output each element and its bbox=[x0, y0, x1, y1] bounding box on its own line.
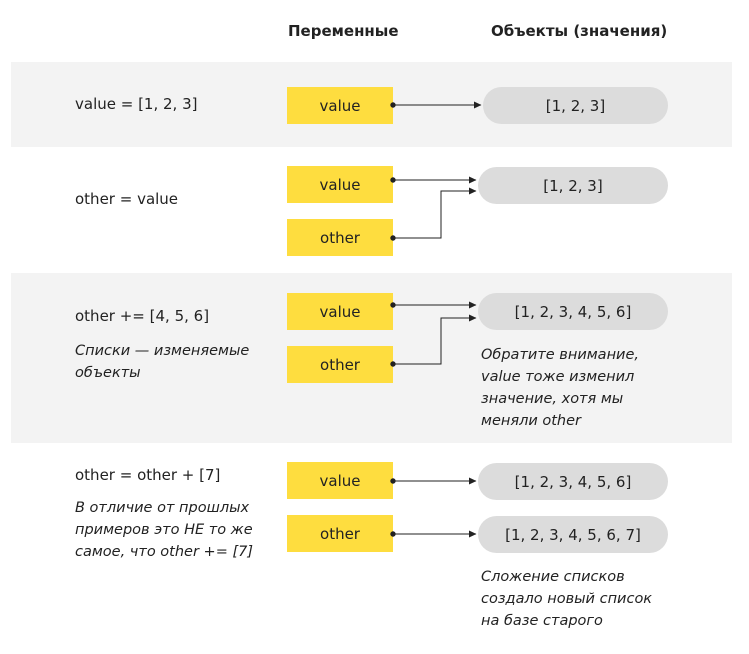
variables-header: Переменные bbox=[288, 22, 399, 40]
row-3-object-note-line: Обратите внимание, bbox=[481, 347, 639, 363]
row-1-var-value: value bbox=[287, 87, 393, 124]
row-4-var-value: value bbox=[287, 462, 393, 499]
row-3-object-note-line: значение, хотя мы bbox=[481, 391, 624, 407]
row-4-code-note-line: В отличие от прошлых bbox=[75, 500, 250, 516]
row-4-object-old: [1, 2, 3, 4, 5, 6] bbox=[478, 463, 668, 500]
row-3-object-note: Обратите внимание, value тоже изменил зн… bbox=[481, 344, 639, 432]
row-4-object-new: [1, 2, 3, 4, 5, 6, 7] bbox=[478, 516, 668, 553]
row-2-var-value: value bbox=[287, 166, 393, 203]
row-2-object: [1, 2, 3] bbox=[478, 167, 668, 204]
row-4-object-note: Сложение списков создало новый список на… bbox=[481, 566, 652, 632]
row-3-object-note-line: value тоже изменил bbox=[481, 369, 635, 385]
row-4-code-note-line: примеров это НЕ то же bbox=[75, 522, 253, 538]
row-1-code: value = [1, 2, 3] bbox=[75, 95, 198, 113]
row-4-code-note-line: самое, что other += [7] bbox=[75, 544, 253, 560]
row-3-code: other += [4, 5, 6] bbox=[75, 307, 210, 325]
row-3-var-value: value bbox=[287, 293, 393, 330]
row-2-var-other: other bbox=[287, 219, 393, 256]
row-2-other-arrow bbox=[393, 187, 477, 239]
row-3-code-note: Списки — изменяемые объекты bbox=[75, 340, 249, 384]
row-3-object-note-line: меняли other bbox=[481, 413, 581, 429]
row-4-object-note-line: на базе старого bbox=[481, 613, 603, 629]
row-3-code-note-line: Списки — изменяемые bbox=[75, 343, 250, 359]
row-4-code-note: В отличие от прошлых примеров это НЕ то … bbox=[75, 497, 253, 563]
row-3-code-note-line: объекты bbox=[75, 365, 141, 381]
objects-header: Объекты (значения) bbox=[491, 22, 668, 40]
row-3-object: [1, 2, 3, 4, 5, 6] bbox=[478, 293, 668, 330]
row-2-code: other = value bbox=[75, 190, 179, 208]
row-3-other-arrow bbox=[393, 314, 477, 365]
row-4-code: other = other + [7] bbox=[75, 466, 221, 484]
row-3-var-other: other bbox=[287, 346, 393, 383]
row-4-object-note-line: создало новый список bbox=[481, 591, 653, 607]
row-1-object: [1, 2, 3] bbox=[483, 87, 668, 124]
row-4-object-note-line: Сложение списков bbox=[481, 569, 625, 585]
row-4-var-other: other bbox=[287, 515, 393, 552]
